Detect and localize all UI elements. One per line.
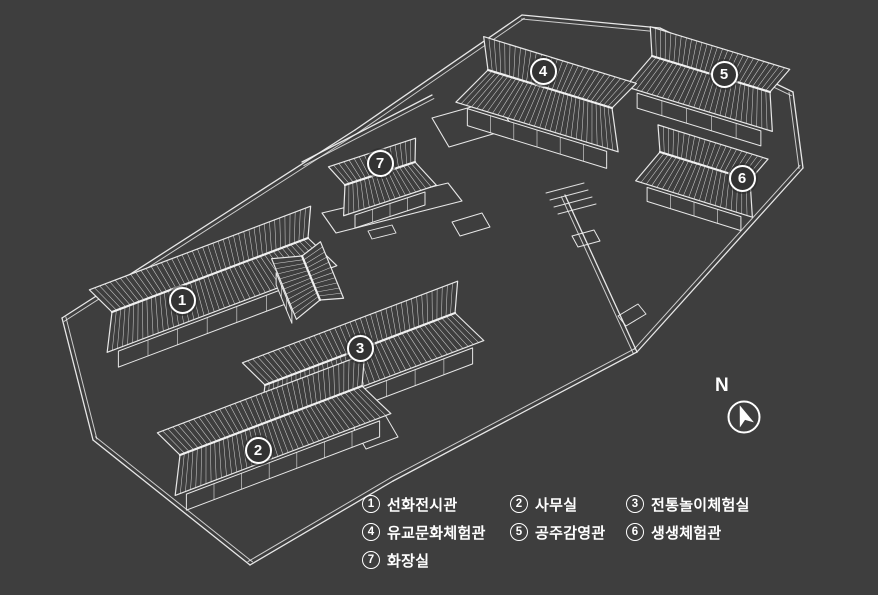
- legend-item-6: 6 생생체험관: [626, 522, 750, 542]
- marker-number: 2: [253, 441, 263, 459]
- legend-item-3: 3 전통놀이체험실: [626, 494, 750, 514]
- compass-arrow-icon: [727, 400, 761, 434]
- marker-number: 4: [538, 62, 548, 80]
- legend-number-badge: 7: [362, 551, 380, 569]
- map-marker-1: 1: [168, 286, 196, 314]
- legend-label: 전통놀이체험실: [651, 496, 750, 514]
- legend-number-badge: 4: [362, 523, 380, 541]
- marker-number: 7: [375, 154, 385, 172]
- map-marker-7: 7: [366, 149, 394, 177]
- legend-label: 선화전시관: [387, 496, 458, 514]
- legend-number-badge: 5: [510, 523, 528, 541]
- legend-number-badge: 3: [626, 495, 644, 513]
- legend-item-1: 1 선화전시관: [362, 494, 510, 514]
- map-marker-2: 2: [244, 436, 272, 464]
- legend-number-badge: 2: [510, 495, 528, 513]
- marker-number: 1: [177, 291, 187, 309]
- map-marker-6: 6: [728, 164, 756, 192]
- compass-north-label: N: [715, 375, 730, 396]
- compass: N: [702, 375, 766, 439]
- marker-number: 3: [355, 339, 365, 357]
- legend-number-badge: 1: [362, 495, 380, 513]
- legend-label: 공주감영관: [535, 524, 606, 542]
- map-marker-4: 4: [529, 57, 557, 85]
- legend-label: 사무실: [535, 496, 578, 514]
- map-marker-3: 3: [346, 334, 374, 362]
- legend-label: 화장실: [387, 552, 430, 570]
- map-marker-5: 5: [710, 60, 738, 88]
- legend-number-badge: 6: [626, 523, 644, 541]
- legend-item-5: 5 공주감영관: [510, 522, 626, 542]
- legend-item-2: 2 사무실: [510, 494, 626, 514]
- legend: 1 선화전시관 2 사무실 3 전통놀이체험실 4 유교문화체험관 5 공주감영…: [362, 494, 750, 570]
- legend-item-4: 4 유교문화체험관: [362, 522, 510, 542]
- legend-item-7: 7 화장실: [362, 550, 510, 570]
- legend-label: 생생체험관: [651, 524, 722, 542]
- legend-label: 유교문화체험관: [387, 524, 486, 542]
- marker-number: 6: [737, 169, 747, 187]
- marker-number: 5: [719, 65, 729, 83]
